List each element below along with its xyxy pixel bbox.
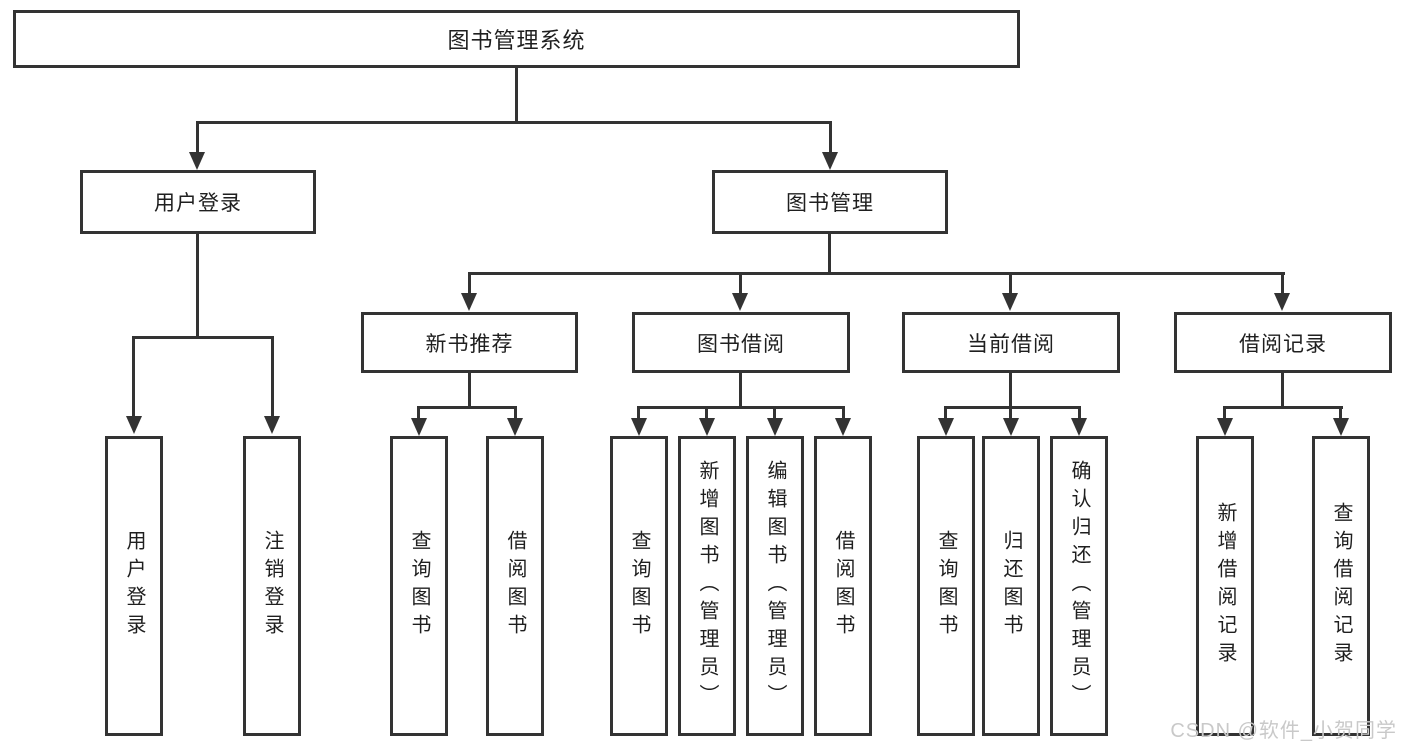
arrow-down-icon xyxy=(189,152,205,170)
arrow-down-icon xyxy=(1071,418,1087,436)
connector-nb-down xyxy=(468,373,471,409)
node-leaf-user-login: 用户登录 xyxy=(105,436,163,736)
node-leaf-query-books-3: 查询图书 xyxy=(917,436,975,736)
arrow-down-icon xyxy=(1274,293,1290,311)
node-leaf-add-books-admin: 新增图书（管理员） xyxy=(678,436,736,736)
connector-br-down xyxy=(1281,373,1284,409)
node-leaf-borrow-books-2: 借阅图书 xyxy=(814,436,872,736)
arrow-down-icon xyxy=(835,418,851,436)
node-book-management: 图书管理 xyxy=(712,170,948,234)
connector-cb-down xyxy=(1009,373,1012,409)
connector-bb-bar xyxy=(637,406,845,409)
connector-nb-bar xyxy=(417,406,517,409)
arrow-down-icon xyxy=(507,418,523,436)
connector-user-login-down xyxy=(196,234,199,339)
node-leaf-return-books: 归还图书 xyxy=(982,436,1040,736)
csdn-watermark: CSDN @软件_小贺同学 xyxy=(1170,720,1397,742)
connector-leaf-stem xyxy=(705,406,708,422)
node-leaf-query-books-1: 查询图书 xyxy=(390,436,448,736)
connector-book-mgmt-down xyxy=(828,234,831,275)
node-library-system: 图书管理系统 xyxy=(13,10,1020,68)
connector-leaf-stem xyxy=(417,406,420,422)
arrow-down-icon xyxy=(822,152,838,170)
node-leaf-query-borrow-record: 查询借阅记录 xyxy=(1312,436,1370,736)
connector-br-bar xyxy=(1223,406,1343,409)
arrow-down-icon xyxy=(631,418,647,436)
node-leaf-edit-books-admin: 编辑图书（管理员） xyxy=(746,436,804,736)
connector-root-stem xyxy=(515,68,518,124)
node-leaf-confirm-return-admin: 确认归还（管理员） xyxy=(1050,436,1108,736)
arrow-down-icon xyxy=(126,416,142,434)
connector-book-mgmt-stem xyxy=(829,121,832,159)
arrow-down-icon xyxy=(767,418,783,436)
connector-leaf-stem xyxy=(514,406,517,422)
arrow-down-icon xyxy=(411,418,427,436)
node-borrow-records: 借阅记录 xyxy=(1174,312,1392,373)
connector-user-login-bar xyxy=(132,336,274,339)
connector-leaf-stem xyxy=(132,336,135,420)
node-leaf-add-borrow-record: 新增借阅记录 xyxy=(1196,436,1254,736)
connector-cb-bar xyxy=(944,406,1081,409)
connector-leaf-stem xyxy=(637,406,640,422)
node-current-borrowing: 当前借阅 xyxy=(902,312,1120,373)
node-leaf-logout: 注销登录 xyxy=(243,436,301,736)
node-leaf-query-books-2: 查询图书 xyxy=(610,436,668,736)
connector-leaf-stem xyxy=(1339,406,1342,422)
connector-level3-stem xyxy=(1281,272,1284,296)
connector-level3-stem xyxy=(468,272,471,296)
connector-leaf-stem xyxy=(1009,406,1012,422)
connector-bb-down xyxy=(739,373,742,409)
arrow-down-icon xyxy=(1217,418,1233,436)
node-new-book-recommend: 新书推荐 xyxy=(361,312,578,373)
node-user-login: 用户登录 xyxy=(80,170,316,234)
connector-leaf-stem xyxy=(773,406,776,422)
connector-leaf-stem xyxy=(842,406,845,422)
node-book-borrowing: 图书借阅 xyxy=(632,312,850,373)
arrow-down-icon xyxy=(732,293,748,311)
arrow-down-icon xyxy=(264,416,280,434)
arrow-down-icon xyxy=(1333,418,1349,436)
connector-level3-stem xyxy=(739,272,742,296)
connector-user-login-stem xyxy=(196,121,199,159)
connector-book-mgmt-bar xyxy=(468,272,1285,275)
connector-root-bar xyxy=(196,121,832,124)
node-leaf-borrow-books-1: 借阅图书 xyxy=(486,436,544,736)
connector-leaf-stem xyxy=(1078,406,1081,422)
connector-leaf-stem xyxy=(271,336,274,420)
arrow-down-icon xyxy=(1002,293,1018,311)
connector-leaf-stem xyxy=(1223,406,1226,422)
arrow-down-icon xyxy=(699,418,715,436)
connector-level3-stem xyxy=(1009,272,1012,296)
arrow-down-icon xyxy=(938,418,954,436)
arrow-down-icon xyxy=(1003,418,1019,436)
arrow-down-icon xyxy=(461,293,477,311)
connector-leaf-stem xyxy=(944,406,947,422)
